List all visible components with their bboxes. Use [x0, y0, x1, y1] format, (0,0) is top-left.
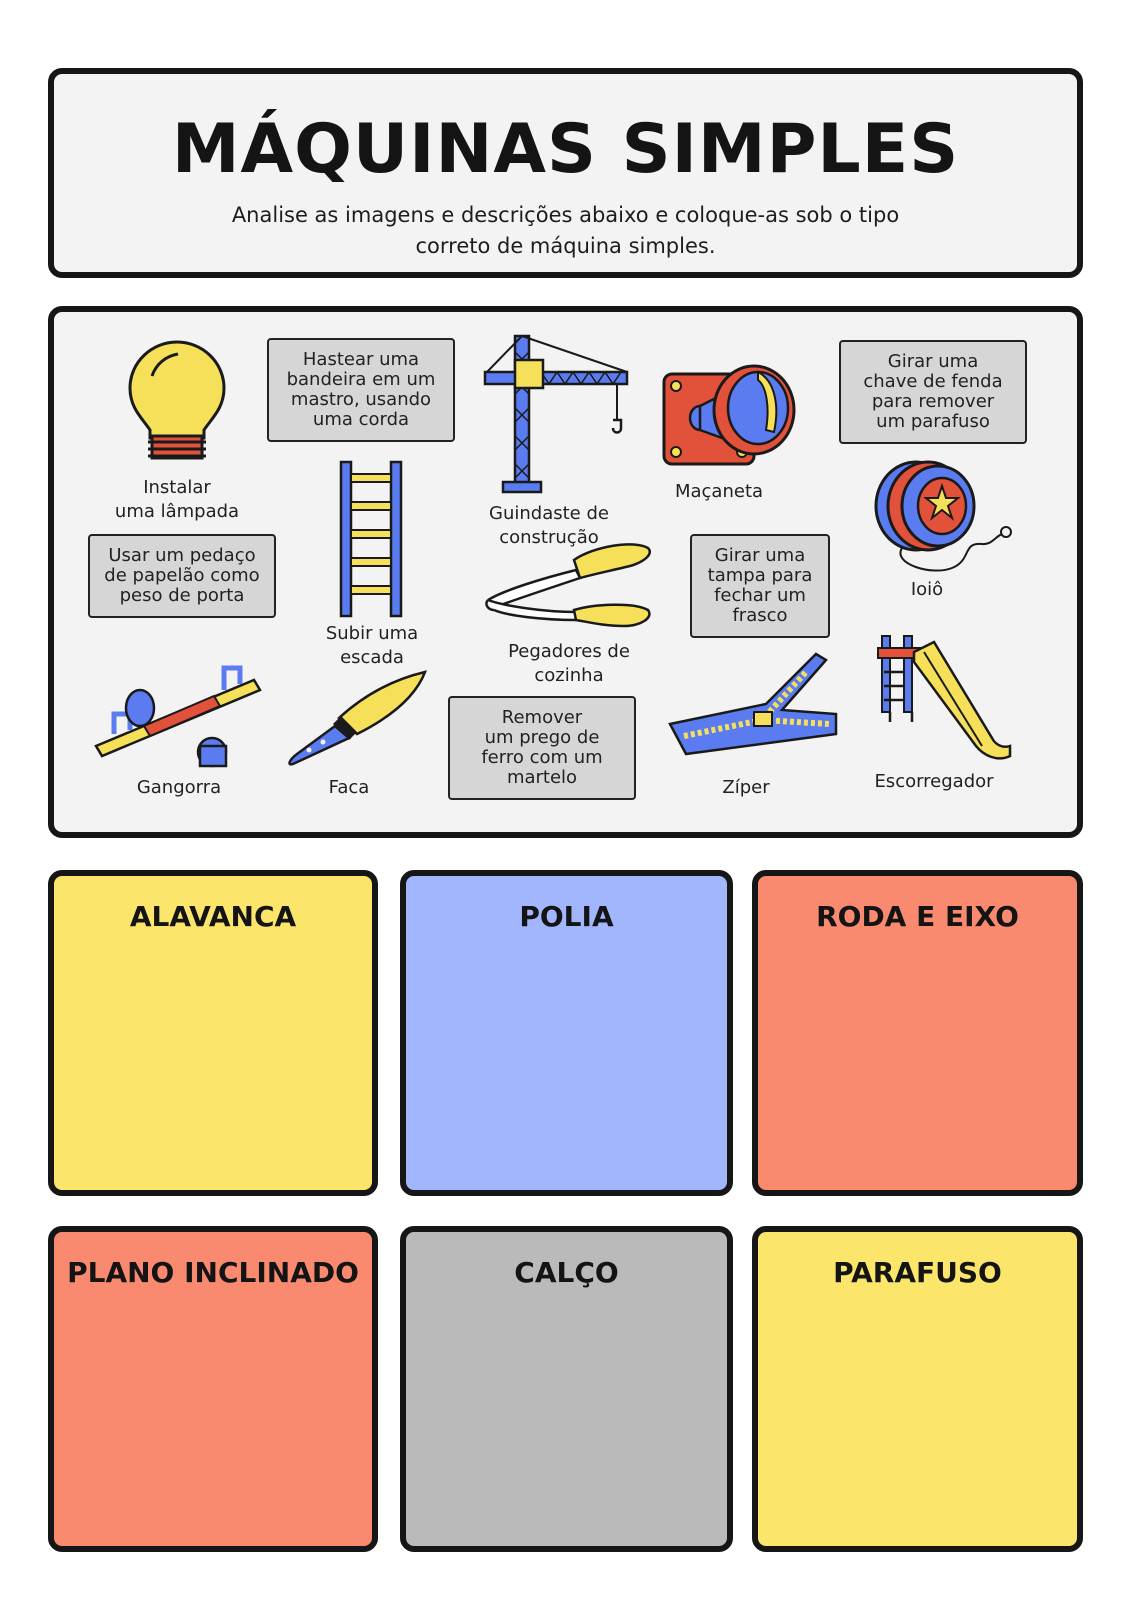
- item-label: Maçaneta: [674, 481, 764, 502]
- knife-icon: [288, 670, 428, 766]
- desc-line: peso de porta: [119, 585, 245, 606]
- description-card-papelao[interactable]: Usar um pedaço de papelão como peso de p…: [88, 534, 276, 618]
- category-title: ALAVANCA: [129, 900, 297, 933]
- item-label: Subir uma escada: [325, 623, 419, 668]
- page-title: MÁQUINAS SIMPLES: [171, 110, 960, 189]
- item-gangorra[interactable]: Gangorra: [94, 650, 264, 800]
- item-label: Ioiô: [910, 579, 944, 600]
- category-box-plano-inclinado[interactable]: PLANO INCLINADO: [48, 1226, 378, 1552]
- desc-line: um parafuso: [876, 411, 990, 432]
- category-box-roda-eixo[interactable]: RODA E EIXO: [752, 870, 1083, 1196]
- item-ioio[interactable]: Ioiô: [872, 460, 1022, 610]
- item-escada[interactable]: Subir uma escada: [312, 460, 432, 670]
- item-label: Instalar uma lâmpada: [114, 477, 240, 522]
- category-box-calco[interactable]: CALÇO: [400, 1226, 733, 1552]
- desc-line: de papelão como: [104, 565, 260, 586]
- category-title: PARAFUSO: [833, 1256, 1002, 1289]
- desc-line: para remover: [871, 391, 995, 412]
- desc-line: Usar um pedaço: [108, 545, 256, 566]
- desc-line: chave de fenda: [863, 371, 1003, 392]
- yoyo-icon: [874, 460, 1012, 572]
- desc-line: frasco: [732, 605, 788, 626]
- item-lampada[interactable]: Instalar uma lâmpada: [112, 336, 242, 526]
- item-label: Gangorra: [136, 777, 222, 798]
- desc-line: um prego de: [484, 727, 600, 748]
- crane-icon: [483, 334, 629, 494]
- light-bulb-icon: [128, 340, 226, 460]
- item-macaneta[interactable]: Maçaneta: [654, 344, 804, 514]
- page-subtitle: Analise as imagens e descrições abaixo e…: [231, 203, 900, 258]
- items-board: Instalar uma lâmpada Hastear uma bandeir…: [48, 306, 1083, 838]
- desc-line: Remover: [501, 707, 583, 728]
- item-label: Faca: [328, 777, 370, 798]
- desc-line: fechar um: [714, 585, 806, 606]
- item-pegadores[interactable]: Pegadores de cozinha: [484, 540, 654, 690]
- description-card-prego[interactable]: Remover um prego de ferro com um martelo: [448, 696, 636, 800]
- category-title: RODA E EIXO: [816, 900, 1019, 933]
- item-label: Pegadores de cozinha: [508, 641, 630, 686]
- category-title: CALÇO: [514, 1256, 619, 1289]
- item-label: Escorregador: [874, 771, 994, 792]
- category-title: POLIA: [519, 900, 614, 933]
- category-box-polia[interactable]: POLIA: [400, 870, 733, 1196]
- description-card-chave[interactable]: Girar uma chave de fenda para remover um…: [839, 340, 1027, 444]
- category-box-parafuso[interactable]: PARAFUSO: [752, 1226, 1083, 1552]
- desc-line: ferro com um: [481, 747, 603, 768]
- item-faca[interactable]: Faca: [279, 668, 429, 798]
- desc-line: Girar uma: [887, 351, 979, 372]
- item-ziper[interactable]: Zíper: [666, 650, 841, 800]
- item-label: Guindaste de construção: [489, 503, 609, 548]
- description-card-tampa[interactable]: Girar uma tampa para fechar um frasco: [690, 534, 830, 638]
- zipper-icon: [668, 652, 838, 756]
- seesaw-icon: [94, 665, 262, 768]
- desc-line: bandeira em um: [286, 369, 436, 390]
- desc-line: martelo: [506, 767, 578, 788]
- desc-line: Hastear uma: [302, 349, 420, 370]
- desc-line: uma corda: [312, 409, 410, 430]
- item-escorregador[interactable]: Escorregador: [869, 622, 1019, 802]
- kitchen-tongs-icon: [485, 543, 651, 628]
- desc-line: Girar uma: [714, 545, 806, 566]
- desc-line: mastro, usando: [290, 389, 432, 410]
- item-label: Zíper: [722, 777, 770, 798]
- desc-line: tampa para: [707, 565, 813, 586]
- category-box-alavanca[interactable]: ALAVANCA: [48, 870, 378, 1196]
- item-guindaste[interactable]: Guindaste de construção: [474, 332, 634, 552]
- header-panel: MÁQUINAS SIMPLES Analise as imagens e de…: [48, 68, 1083, 278]
- doorknob-icon: [662, 364, 796, 466]
- ladder-icon: [339, 460, 403, 618]
- description-card-bandeira[interactable]: Hastear uma bandeira em um mastro, usand…: [267, 338, 455, 442]
- category-title: PLANO INCLINADO: [67, 1256, 359, 1289]
- slide-icon: [877, 635, 1012, 760]
